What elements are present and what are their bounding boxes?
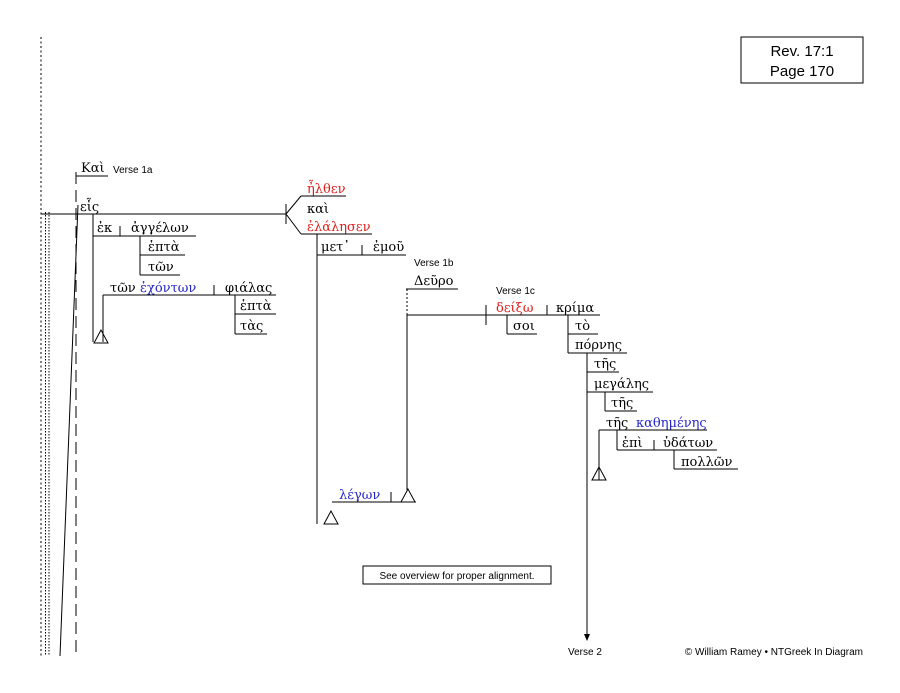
word-deuro: Δεῦρο: [414, 274, 454, 289]
word-to: τὸ: [575, 319, 590, 334]
overview-note-box: [362, 565, 552, 585]
copyright-text: © William Ramey • NTGreek In Diagram: [685, 647, 863, 658]
word-aggelon: ἀγγέλων: [131, 221, 189, 236]
overview-note: See overview for proper alignment.: [379, 571, 534, 582]
verse-label-1c: Verse 1c: [496, 286, 535, 297]
word-kathemenes: καθημένης: [636, 416, 707, 431]
word-megales: μεγάλης: [594, 377, 649, 392]
word-pornes: πόρνης: [575, 338, 622, 353]
word-ek: ἐκ: [97, 221, 112, 236]
legon-object-pedestal: [400, 487, 416, 503]
word-emou: ἐμοῦ: [373, 240, 404, 255]
eis-pedestal: [93, 328, 109, 344]
word-tas: τὰς: [240, 319, 263, 334]
word-tes-1: τῆς: [594, 357, 616, 372]
word-kai-mid: καὶ: [307, 202, 329, 217]
word-ton-2: τῶν: [110, 281, 136, 296]
word-hepta-1: ἑπτὰ: [148, 240, 180, 255]
verse-2-arrowhead: [584, 634, 590, 641]
verse-label-2: Verse 2: [568, 647, 602, 658]
word-kai-top: Καὶ: [81, 161, 105, 176]
word-phialas: φιάλας: [225, 281, 272, 296]
verse-label-1a: Verse 1a: [113, 165, 153, 176]
reference-box: [740, 36, 864, 84]
reference-line-1: Rev. 17:1: [770, 43, 833, 60]
fork-upper: [285, 195, 302, 215]
word-legon: λέγων: [339, 488, 380, 503]
kathemenes-pedestal: [591, 465, 607, 481]
word-eis: εἷς: [80, 198, 99, 215]
word-epi: ἐπὶ: [622, 436, 643, 451]
word-tes-3: τῆς: [606, 416, 628, 431]
word-pollon: πολλῶν: [681, 455, 732, 470]
verse-label-1b: Verse 1b: [414, 258, 454, 269]
word-echonton: ἐχόντων: [140, 281, 196, 296]
word-elalesen: ἐλάλησεν: [307, 220, 371, 235]
word-elthen: ἦλθεν: [307, 180, 346, 197]
word-met: μετ᾽: [321, 240, 350, 255]
fork-lower: [285, 213, 302, 235]
reference-line-2: Page 170: [770, 63, 834, 80]
word-ton-1: τῶν: [148, 260, 174, 275]
word-deixo: δείξω: [496, 301, 533, 316]
legon-pedestal: [323, 509, 339, 525]
diagonal-connector: [59, 204, 79, 657]
word-krima: κρίμα: [556, 301, 594, 316]
word-hepta-2: ἑπτὰ: [240, 299, 272, 314]
word-tes-2: τῆς: [611, 396, 633, 411]
word-soi: σοι: [513, 319, 535, 334]
word-hydaton: ὑδάτων: [663, 436, 713, 451]
